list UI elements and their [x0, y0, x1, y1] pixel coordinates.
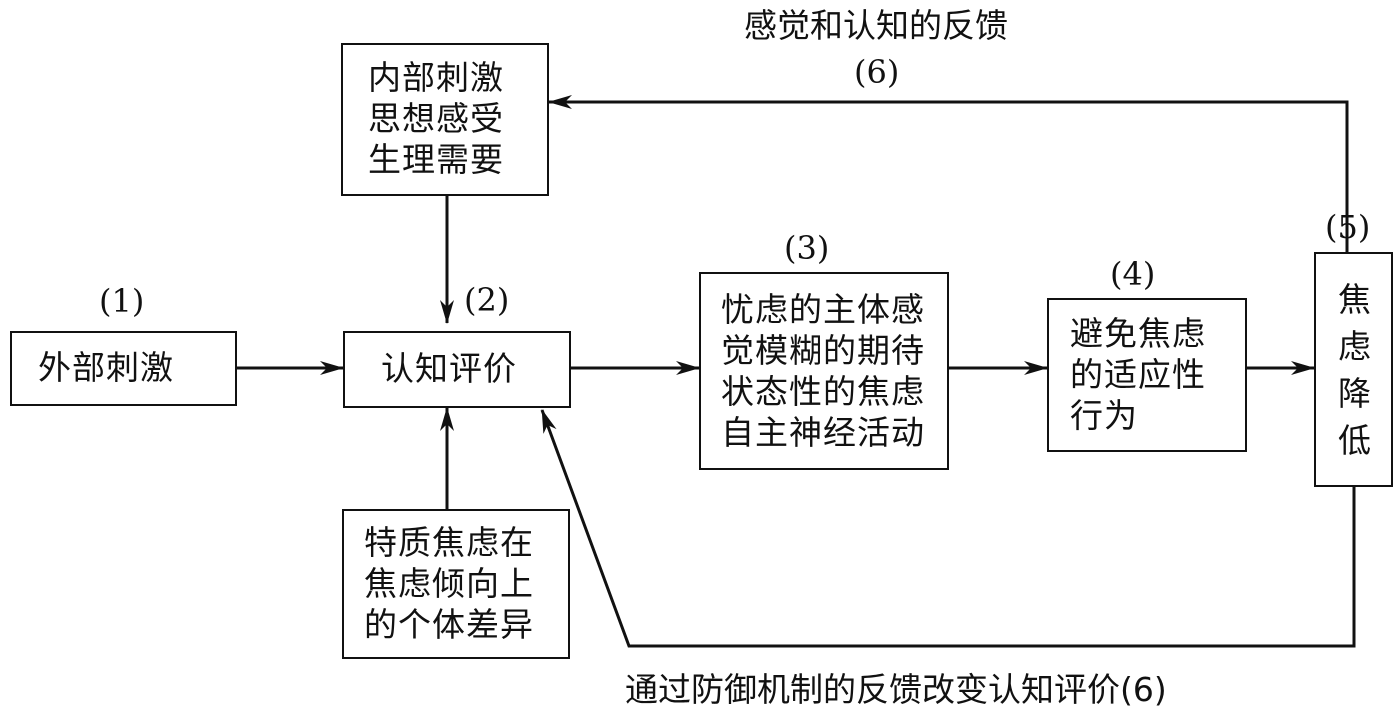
anxiety-state-box: 忧虑的主体感 觉模糊的期待 状态性的焦虑 自主神经活动 [699, 272, 949, 470]
anxiety-state-line-2: 觉模糊的期待 [721, 331, 925, 370]
avoidance-behavior-box: 避免焦虑 的适应性 行为 [1047, 298, 1247, 452]
cognitive-appraisal-box: 认知评价 [343, 331, 571, 408]
internal-stimulus-line-2: 思想感受 [368, 99, 504, 138]
anxiety-reduction-char-3: 降 [1338, 374, 1372, 413]
anxiety-reduction-char-1: 焦 [1338, 280, 1372, 319]
trait-anxiety-line-2: 焦虑倾向上 [364, 564, 534, 603]
feedback-arrow-sensory-cognitive [548, 95, 1349, 252]
anxiety-reduction-box: 焦 虑 降 低 [1314, 252, 1393, 487]
internal-stimulus-line-1: 内部刺激 [368, 58, 504, 97]
stage-number-2: (2) [464, 281, 510, 319]
anxiety-reduction-char-4: 低 [1338, 421, 1372, 460]
feedback-arrow-defense-mechanism [540, 409, 1356, 648]
stage-number-5: (5) [1325, 208, 1371, 246]
external-stimulus-box: 外部刺激 [10, 331, 237, 406]
internal-stimulus-box: 内部刺激 思想感受 生理需要 [341, 43, 549, 196]
stage-number-4: (4) [1110, 255, 1156, 293]
sensory-cognitive-feedback-caption: 感觉和认知的反馈 [744, 6, 1008, 45]
internal-stimulus-line-3: 生理需要 [368, 140, 504, 179]
stage-number-3: (3) [784, 229, 830, 267]
avoidance-behavior-line-2: 的适应性 [1070, 355, 1206, 394]
external-stimulus-label: 外部刺激 [38, 348, 174, 387]
anxiety-state-line-3: 状态性的焦虑 [721, 372, 925, 411]
trait-anxiety-box: 特质焦虑在 焦虑倾向上 的个体差异 [342, 509, 570, 659]
stage-number-6-top: (6) [854, 53, 900, 91]
cognitive-appraisal-label: 认知评价 [381, 349, 517, 388]
anxiety-state-line-4: 自主神经活动 [721, 413, 925, 452]
anxiety-reduction-char-2: 虑 [1338, 327, 1372, 366]
avoidance-behavior-line-1: 避免焦虑 [1070, 314, 1206, 353]
stage-number-1: (1) [99, 282, 145, 320]
avoidance-behavior-line-3: 行为 [1070, 396, 1138, 435]
anxiety-state-line-1: 忧虑的主体感 [721, 290, 925, 329]
defense-mechanism-feedback-caption: 通过防御机制的反馈改变认知评价(6) [625, 670, 1167, 709]
trait-anxiety-line-3: 的个体差异 [364, 605, 534, 644]
trait-anxiety-line-1: 特质焦虑在 [364, 523, 534, 562]
